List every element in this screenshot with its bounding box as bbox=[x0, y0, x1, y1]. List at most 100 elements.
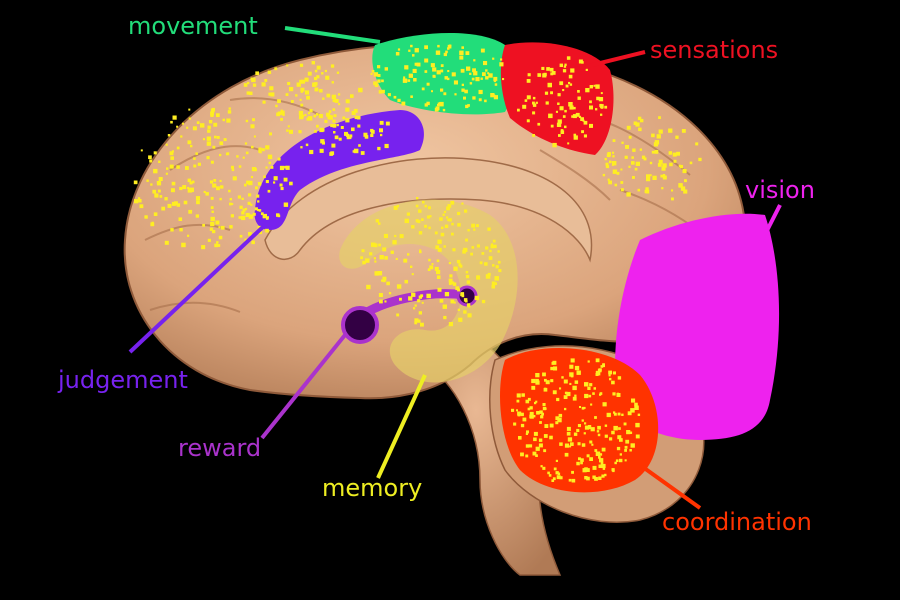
activity-dot bbox=[414, 304, 417, 307]
activity-dot bbox=[619, 453, 622, 456]
activity-dot bbox=[415, 219, 419, 223]
activity-dot bbox=[576, 461, 580, 466]
activity-dot bbox=[253, 135, 256, 138]
activity-dot bbox=[373, 72, 379, 77]
activity-dot bbox=[490, 93, 495, 98]
activity-dot bbox=[448, 322, 453, 327]
activity-dot bbox=[140, 149, 143, 152]
activity-dot bbox=[562, 115, 566, 118]
activity-dot bbox=[559, 63, 563, 67]
activity-dot bbox=[475, 77, 480, 82]
activity-dot bbox=[443, 92, 447, 96]
activity-dot bbox=[201, 245, 206, 250]
activity-dot bbox=[330, 124, 334, 128]
activity-dot bbox=[533, 415, 536, 418]
activity-dot bbox=[216, 113, 220, 117]
activity-dot bbox=[353, 108, 358, 113]
activity-dot bbox=[531, 385, 536, 390]
activity-dot bbox=[254, 207, 258, 211]
activity-dot bbox=[543, 449, 547, 453]
activity-dot bbox=[321, 141, 325, 145]
activity-dot bbox=[416, 197, 419, 200]
activity-dot bbox=[604, 473, 607, 477]
activity-dot bbox=[559, 442, 563, 446]
activity-dot bbox=[195, 152, 198, 155]
activity-dot bbox=[616, 392, 619, 395]
activity-dot bbox=[274, 176, 278, 179]
activity-dot bbox=[444, 224, 449, 228]
activity-dot bbox=[214, 243, 218, 248]
activity-dot bbox=[246, 91, 250, 95]
activity-dot bbox=[589, 123, 593, 128]
activity-dot bbox=[567, 57, 570, 60]
activity-dot bbox=[181, 242, 186, 248]
activity-dot bbox=[495, 276, 498, 280]
activity-dot bbox=[156, 181, 161, 185]
activity-dot bbox=[447, 47, 450, 50]
activity-dot bbox=[424, 103, 428, 107]
activity-dot bbox=[248, 232, 252, 236]
activity-dot bbox=[373, 243, 378, 248]
activity-dot bbox=[442, 304, 447, 309]
activity-dot bbox=[532, 103, 537, 107]
activity-dot bbox=[428, 206, 431, 210]
coordination-leader-line bbox=[638, 463, 702, 510]
activity-dot bbox=[384, 256, 388, 260]
activity-dot bbox=[415, 204, 419, 208]
activity-dot bbox=[498, 269, 502, 273]
activity-dot bbox=[316, 124, 319, 128]
activity-dot bbox=[437, 102, 441, 105]
activity-dot bbox=[407, 79, 411, 82]
activity-dot bbox=[598, 464, 602, 468]
activity-dot bbox=[537, 73, 542, 77]
activity-dot bbox=[695, 142, 699, 146]
activity-dot bbox=[609, 377, 612, 381]
activity-dot bbox=[630, 408, 635, 413]
activity-dot bbox=[259, 150, 262, 154]
activity-dot bbox=[171, 181, 176, 186]
activity-dot bbox=[385, 121, 390, 126]
activity-dot bbox=[637, 116, 642, 121]
activity-dot bbox=[527, 397, 531, 401]
activity-dot bbox=[176, 165, 180, 169]
activity-dot bbox=[382, 247, 387, 252]
activity-dot bbox=[209, 227, 214, 231]
activity-dot bbox=[352, 150, 356, 153]
activity-dot bbox=[279, 165, 285, 171]
activity-dot bbox=[346, 136, 350, 140]
activity-dot bbox=[535, 380, 540, 385]
activity-dot bbox=[426, 82, 430, 86]
activity-dot bbox=[469, 72, 472, 75]
activity-dot bbox=[455, 286, 460, 291]
activity-dot bbox=[573, 133, 577, 137]
activity-dot bbox=[345, 133, 350, 137]
activity-dot bbox=[164, 197, 168, 201]
activity-dot bbox=[551, 71, 556, 75]
activity-dot bbox=[597, 433, 601, 437]
activity-dot bbox=[167, 203, 172, 208]
activity-dot bbox=[676, 151, 680, 156]
activity-dot bbox=[188, 209, 193, 214]
activity-dot bbox=[525, 454, 529, 458]
activity-dot bbox=[242, 156, 245, 159]
activity-dot bbox=[617, 412, 621, 416]
activity-dot bbox=[553, 467, 557, 471]
activity-dot bbox=[479, 261, 483, 265]
activity-dot bbox=[439, 217, 443, 221]
activity-dot bbox=[625, 145, 629, 149]
activity-dot bbox=[585, 68, 588, 71]
activity-dot bbox=[549, 67, 554, 72]
activity-dot bbox=[573, 432, 578, 436]
activity-dot bbox=[212, 229, 216, 234]
activity-dot bbox=[679, 165, 683, 169]
activity-dot bbox=[569, 105, 574, 110]
activity-dot bbox=[583, 134, 587, 138]
activity-dot bbox=[661, 187, 664, 190]
activity-dot bbox=[682, 129, 686, 133]
activity-dot bbox=[407, 253, 410, 256]
activity-dot bbox=[471, 223, 476, 228]
activity-dot bbox=[244, 142, 248, 145]
activity-dot bbox=[228, 107, 231, 110]
activity-dot bbox=[488, 73, 493, 78]
activity-dot bbox=[570, 358, 575, 363]
